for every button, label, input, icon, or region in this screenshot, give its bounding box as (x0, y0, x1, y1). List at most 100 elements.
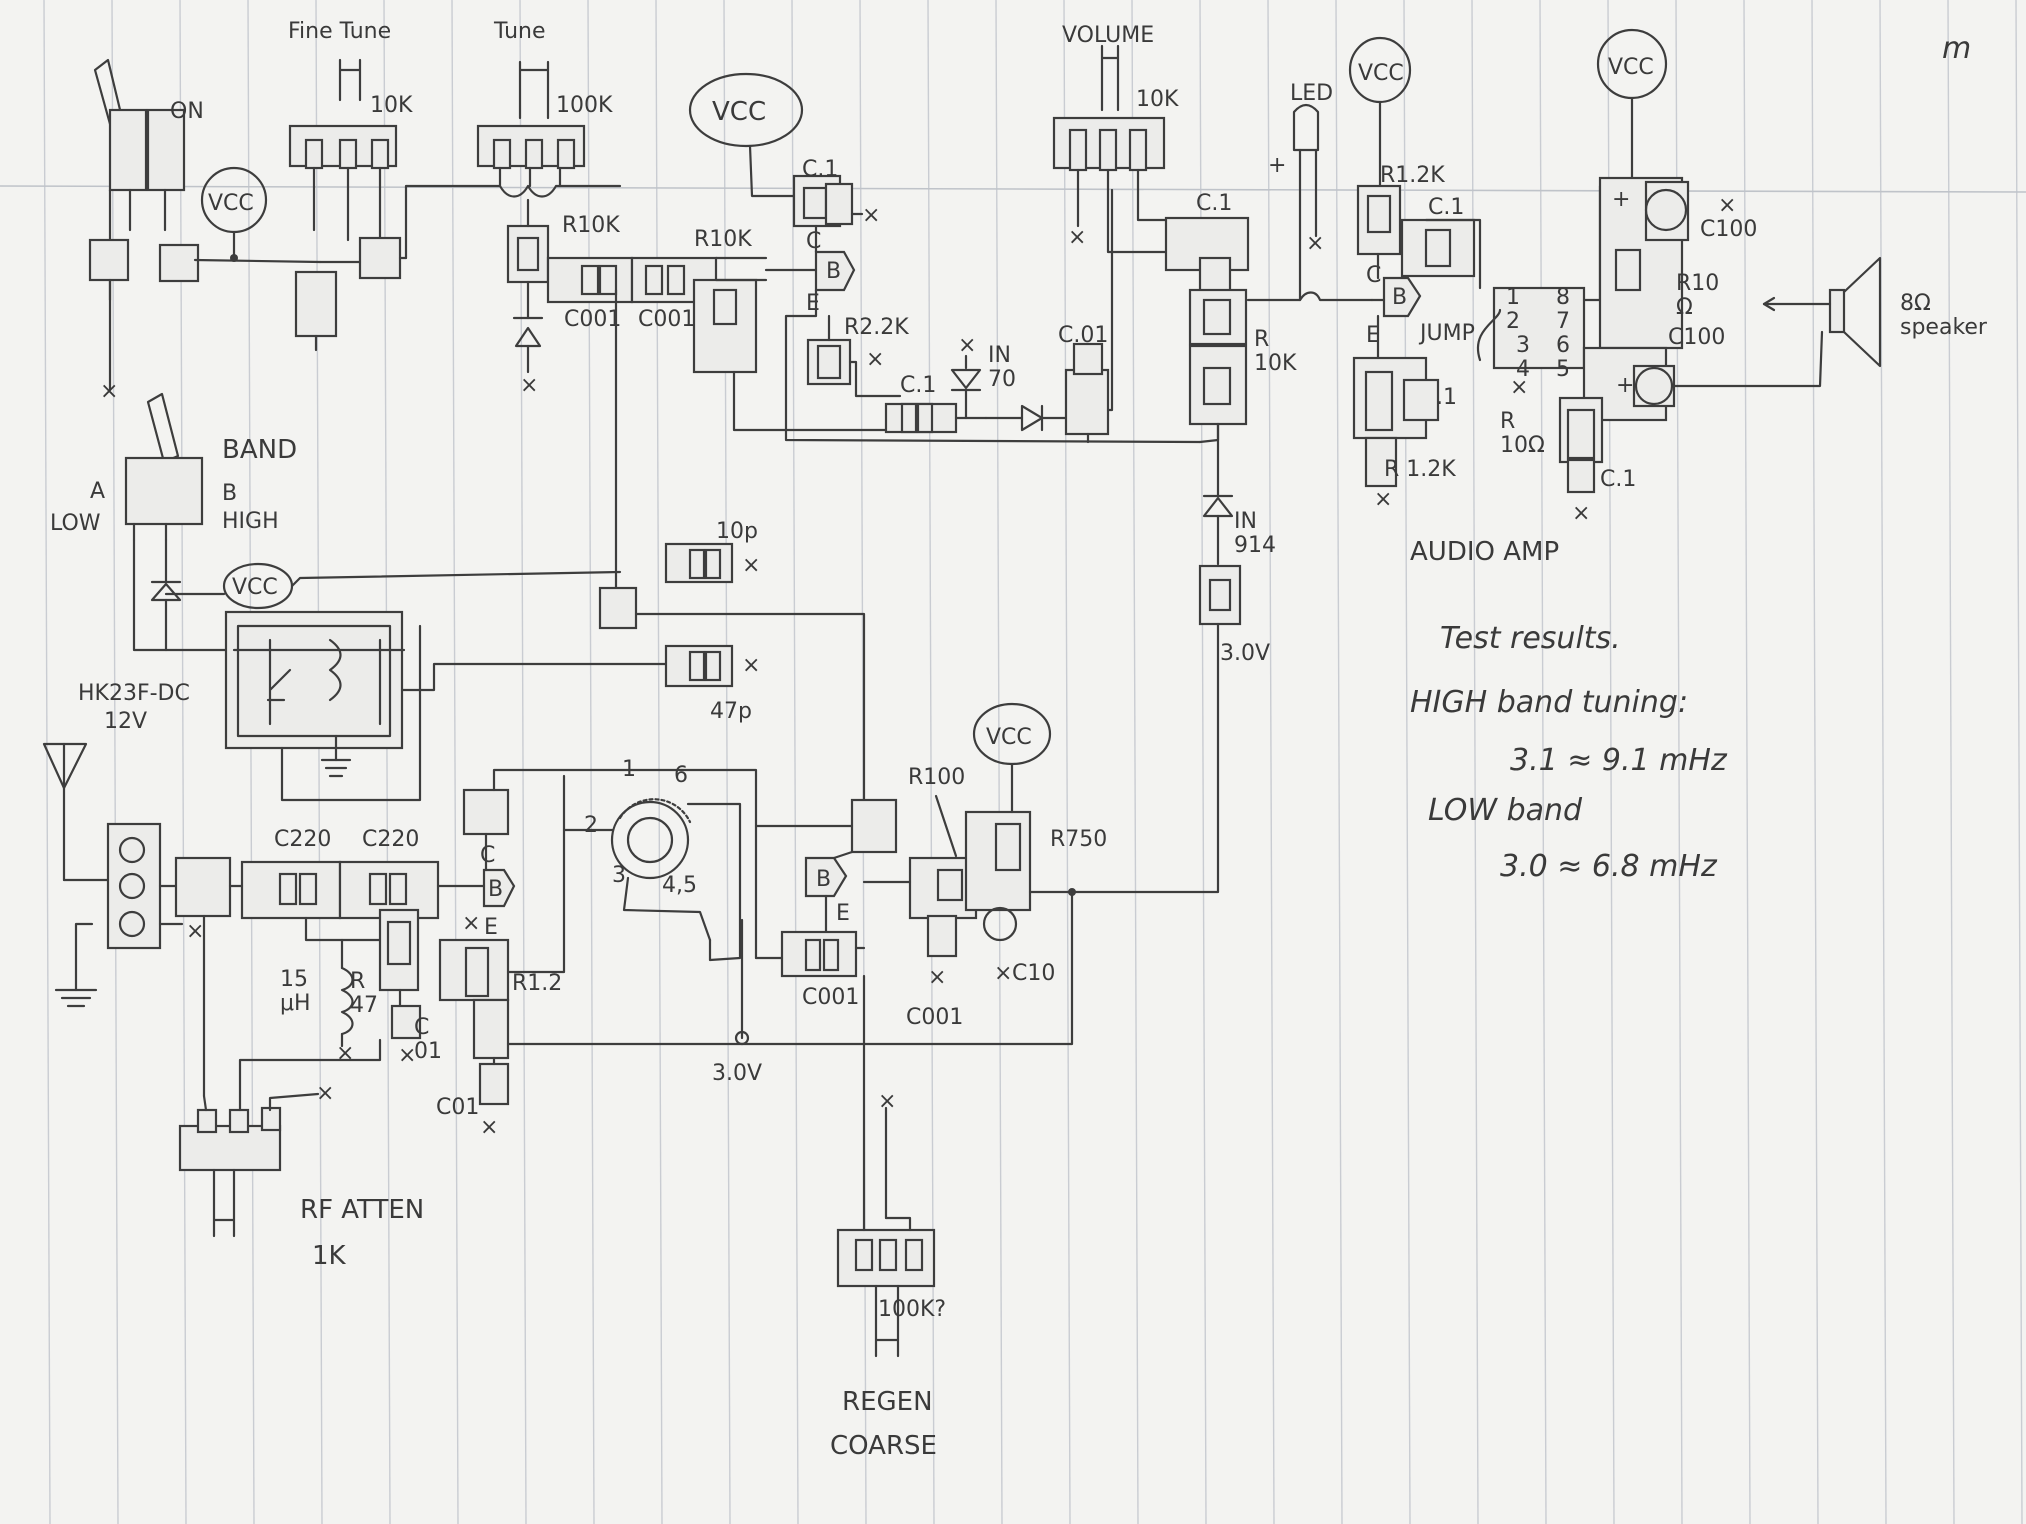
low-band-line1: LOW band (1428, 793, 1583, 828)
band-cap-10p: 10p × (664, 519, 760, 584)
svg-text:C: C (806, 229, 821, 254)
rf-atten-name: RF ATTEN (300, 1195, 424, 1225)
svg-text:R750: R750 (1050, 827, 1107, 852)
svg-text:B: B (1392, 285, 1407, 310)
svg-text:×: × (398, 1043, 416, 1068)
fine-tune-pot: Fine Tune 10K (288, 19, 413, 170)
svg-text:×: × (742, 653, 760, 678)
corner-mark: m (1942, 31, 1971, 66)
svg-text:×: × (994, 961, 1012, 986)
svg-text:E: E (1366, 323, 1380, 348)
high-band-line1: HIGH band tuning: (1410, 685, 1688, 720)
voltage-3v-upper: 3.0V (1220, 641, 1270, 666)
audio-amp-title: AUDIO AMP (1410, 537, 1559, 567)
svg-text:×: × (862, 203, 880, 228)
band-toggle-switch: BAND A B LOW HIGH (50, 392, 297, 542)
svg-text:C220: C220 (362, 827, 419, 852)
rf-input-pad (174, 856, 232, 918)
svg-text:×: × (866, 347, 884, 372)
svg-text:×: × (878, 1089, 896, 1114)
svg-text:2: 2 (1506, 309, 1520, 334)
svg-text:4: 4 (1516, 357, 1530, 382)
svg-text:R10K: R10K (562, 213, 620, 238)
band-a-label: A (90, 479, 105, 504)
power-toggle-switch: ON (93, 58, 204, 302)
svg-text:×: × (520, 373, 538, 398)
jump-label: JUMP (1418, 321, 1475, 346)
power-switch-label: ON (170, 99, 204, 124)
ruled-line (587, 0, 595, 1524)
svg-text:B: B (826, 259, 841, 284)
svg-text:C10: C10 (1012, 961, 1055, 986)
r10k-tune-resistor: R10K (506, 213, 620, 284)
antenna (42, 742, 88, 882)
svg-text:4,5: 4,5 (662, 873, 697, 898)
ruled-line (723, 0, 731, 1524)
svg-text:R 1.2K: R 1.2K (1384, 457, 1456, 482)
vcc-bubble-detector: VCC (688, 72, 804, 148)
svg-text:C01: C01 (414, 1015, 442, 1064)
svg-text:3: 3 (612, 863, 626, 888)
band-cap-47p: 47p × (664, 644, 760, 724)
svg-text:+: + (1268, 153, 1286, 178)
svg-text:×: × (336, 1041, 354, 1066)
svg-text:VCC: VCC (208, 191, 254, 216)
svg-text:×: × (1306, 231, 1324, 256)
svg-text:×: × (462, 911, 480, 936)
svg-text:6: 6 (674, 763, 688, 788)
svg-text:E: E (806, 291, 820, 316)
svg-text:8: 8 (1556, 285, 1570, 310)
svg-text:×: × (186, 919, 204, 944)
svg-text:×: × (928, 965, 946, 990)
svg-text:+: + (1612, 187, 1630, 212)
svg-text:×: × (1718, 193, 1736, 218)
regen-c001: C001 (780, 930, 859, 1010)
c01-detect-cap: C.01 (1058, 323, 1110, 436)
relay-hk23f: HK23F-DC 12V (78, 610, 404, 750)
test-results-title: Test results. (1440, 621, 1621, 656)
svg-text:7: 7 (1556, 309, 1570, 334)
ruled-line (1811, 0, 1819, 1524)
regen-transistor: B E (804, 798, 898, 926)
svg-text:×: × (1068, 225, 1086, 250)
ruled-line (1131, 0, 1139, 1524)
r12-resistor-stack: R1.2 C01 × (436, 938, 562, 1140)
svg-text:R1.2: R1.2 (512, 971, 562, 996)
vcc-bubble-regen: VCC (972, 702, 1052, 766)
svg-text:B: B (488, 877, 503, 902)
svg-text:2: 2 (584, 813, 598, 838)
regen-coarse-name2: COARSE (830, 1431, 937, 1461)
svg-text:1: 1 (1506, 285, 1520, 310)
volume-pot: VOLUME 10K (1052, 23, 1179, 172)
svg-text:C.1: C.1 (802, 157, 838, 182)
band-low-label: LOW (50, 511, 101, 536)
regen-coarse-value: 100K? (878, 1297, 946, 1322)
test-results-notes: Test results. HIGH band tuning: 3.1 ≈ 9.… (1410, 621, 1728, 884)
svg-text:VCC: VCC (232, 575, 278, 600)
power-switch-nc-mark: × (100, 379, 118, 404)
ruled-line (1879, 0, 1887, 1524)
audio-amp-transistor: R1.2K C.1 B C E (1356, 163, 1476, 348)
fine-tune-pad (358, 236, 402, 280)
svg-text:B: B (816, 867, 831, 892)
fine-tune-resistor (294, 270, 338, 338)
svg-text:47p: 47p (710, 699, 752, 724)
ruled-line (1743, 0, 1751, 1524)
audio-amp-emitter-block: .1 R 1.2K × (1352, 356, 1457, 512)
regen-coarse-pot: × 100K? REGEN COARSE (830, 1089, 946, 1461)
svg-text:3: 3 (1516, 333, 1530, 358)
svg-text:E: E (836, 901, 850, 926)
volume-value: 10K (1136, 87, 1179, 112)
